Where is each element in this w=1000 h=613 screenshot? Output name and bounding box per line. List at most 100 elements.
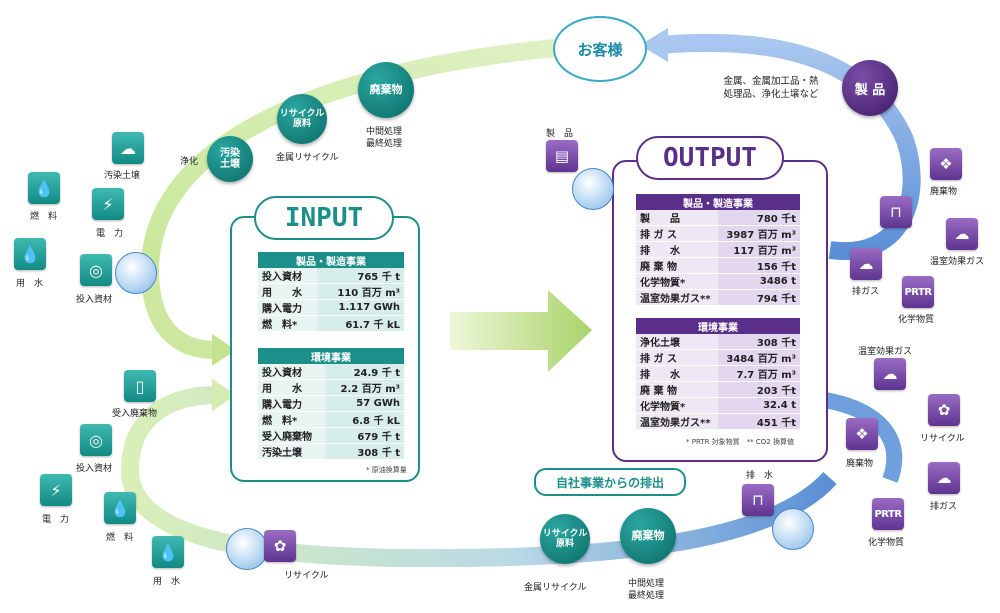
output-note: * PRTR 対象物質 ** CO2 換算値 [686,438,794,446]
row-value: 308 千t [718,334,800,350]
row-value: 679 千 t [325,427,404,444]
label-power: 電 力 [96,229,124,239]
label-water: 用 水 [16,279,44,289]
prtr-icon-2: PRTR [872,498,904,530]
soil-icon: ☁ [112,132,144,164]
recycle-circle-top: リサイクル 原料 [277,94,327,144]
output-title-text: OUTPUT [663,143,757,173]
row-key: 用 水 [258,379,326,396]
label-input-material: 投入資材 [76,295,113,305]
row-key: 燃 料* [258,411,326,428]
prtr-icon: PRTR [902,276,934,308]
label-fuel: 燃 料 [30,212,58,222]
input-note: * 原油換算量 [366,466,407,474]
row-value: 24.9 千 t [325,364,404,380]
label-product: 製 品 [546,129,574,139]
row-value: 110 百万 m³ [317,283,404,300]
row-value: 203 千t [718,381,800,398]
input-mfg-header: 製品・製造事業 [258,252,404,268]
row-key: 廃 棄 物 [636,381,719,398]
row-key: 排 水 [636,365,719,382]
row-key: 廃 棄 物 [636,257,719,274]
water-icon: 💧 [14,238,46,270]
label-waste-2: 廃棄物 [846,459,874,469]
row-key: 受入廃棄物 [258,427,326,444]
waste-icon-2: ❖ [846,418,878,450]
output-env-header: 環境事業 [636,318,800,334]
row-key: 温室効果ガス** [636,413,719,430]
row-value: 57 GWh [325,395,404,412]
label-waste: 廃棄物 [930,187,958,197]
product-icon: ▤ [546,140,578,172]
exhaust-icon-2: ☁ [928,462,960,494]
recycle-circle-top-label: リサイクル 原料 [279,108,325,129]
input-title: INPUT [254,196,394,240]
row-value: 2.2 百万 m³ [325,379,404,396]
label-water-2: 用 水 [153,577,181,587]
fuel-icon: 💧 [28,172,60,204]
product-circle-label: 製 品 [854,82,886,98]
input-material-icon-2: ◎ [80,424,112,456]
customer-bubble: お客様 [553,16,647,82]
row-value: 780 千t [718,210,800,226]
row-value: 3987 百万 m³ [718,225,800,242]
row-key: 排 ガ ス [636,349,719,366]
label-soil: 汚染土壌 [104,171,141,181]
recycle-icon-bottom: ✿ [264,530,296,562]
label-waste-process-bottom: 中間処理 最終処理 [628,579,665,602]
emission-banner-text: 自社事業からの排出 [555,475,664,490]
row-value: 7.7 百万 m³ [718,365,800,382]
row-key: 投入資材 [258,268,318,284]
prtr-icon-text: PRTR [904,286,932,298]
product-description: 金属、金属加工品・熱 処理品、浄化土壌など [723,76,819,100]
table-row: 燃 料*6.8 千 kL [258,411,404,428]
table-row: 温室効果ガス**794 千t [636,289,800,306]
row-key: 浄化土壌 [636,334,719,350]
fuel-icon-2: 💧 [104,492,136,524]
output-title: OUTPUT [636,136,784,180]
soil-circle-label: 汚染 土壌 [220,147,240,171]
table-row: 化学物質*3486 t [636,273,800,290]
row-key: 燃 料* [258,315,318,332]
row-value: 6.8 千 kL [325,411,404,428]
label-fuel-2: 燃 料 [106,533,134,543]
row-key: 購入電力 [258,395,326,412]
recycle-circle-bottom-label: リサイクル 原料 [542,528,588,549]
customer-label: お客様 [577,40,623,59]
row-value: 308 千 t [325,443,404,460]
row-key: 用 水 [258,283,318,300]
power-icon: ⚡ [92,188,124,220]
label-metal-recycle-bottom: 金属リサイクル [524,583,587,593]
label-ghg: 温室効果ガス [930,257,985,267]
row-value: 156 千t [718,257,800,274]
water-icon-2: 💧 [152,536,184,568]
row-value: 32.4 t [718,397,800,414]
label-chem-2: 化学物質 [868,538,905,548]
row-key: 化学物質* [636,273,719,290]
globe-mascot-bottom [226,528,268,570]
row-value: 451 千t [718,413,800,430]
table-row: 燃 料*61.7 千 kL [258,315,404,332]
row-value: 765 千 t [317,268,404,284]
row-value: 117 百万 m³ [718,241,800,258]
waste-circle-bottom-label: 廃棄物 [631,528,665,542]
row-value: 61.7 千 kL [317,315,404,332]
globe-mascot-drain [772,508,814,550]
product-circle: 製 品 [842,60,898,116]
waste-circle-bottom: 廃棄物 [620,508,676,564]
input-title-text: INPUT [284,203,364,233]
drain-icon-top: ⊓ [880,196,912,228]
ghg-icon-2: ☁ [874,358,906,390]
row-key: 温室効果ガス** [636,289,719,306]
